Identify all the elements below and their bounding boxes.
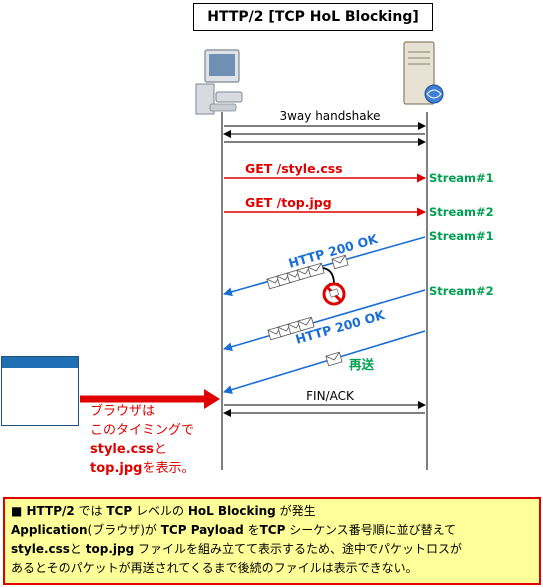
note-l2-d: を: [243, 523, 260, 537]
note-l3-c: top.jpg: [85, 542, 135, 556]
request-label-top-jpg: GET /top.jpg: [245, 195, 332, 210]
note-line-1: ■ HTTP/2 では TCP レベルの HoL Blocking が発生: [11, 502, 533, 521]
diagram-title: HTTP/2 [TCP HoL Blocking]: [193, 3, 433, 31]
note-l2-f: シーケンス番号順に並び替えて: [285, 523, 457, 537]
handshake-label: 3way handshake: [279, 109, 380, 123]
retransmit-arrow: [223, 330, 426, 394]
note-l1-f: が発生: [275, 504, 316, 518]
retransmit-label: 再送: [349, 357, 375, 372]
response-arrow-1: [223, 236, 426, 297]
stream-label-resp2: Stream#2: [429, 284, 494, 298]
note-l1-b: では: [74, 504, 107, 518]
timing-pointer-arrowhead: [204, 389, 220, 409]
note-l2-b: (ブラウザ)が: [87, 523, 161, 537]
explanation-note: ■ HTTP/2 では TCP レベルの HoL Blocking が発生 Ap…: [3, 497, 541, 585]
caption-display: を表示。: [142, 461, 195, 476]
note-l1-a: ■ HTTP/2: [11, 504, 75, 518]
envelope-icon: [325, 351, 343, 367]
caption-top-jpg: top.jpg: [90, 461, 143, 476]
no-entry-icon: [322, 282, 346, 306]
fin-ack-label: FIN/ACK: [306, 389, 355, 403]
note-l3-d: ファイルを組み立てて表示するため、途中でパケットロスが: [134, 542, 462, 556]
note-l1-c: TCP: [106, 504, 133, 518]
note-l1-d: レベルの: [132, 504, 188, 518]
caption-line-4: top.jpgを表示。: [90, 459, 194, 478]
note-line-3: style.cssと top.jpg ファイルを組み立てて表示するため、途中でパ…: [11, 540, 533, 559]
display-timing-caption: ブラウザは このタイミングで style.cssと top.jpgを表示。: [90, 402, 194, 478]
request-label-style-css: GET /style.css: [245, 161, 343, 176]
note-line-4: あるとそのパケットが再送されてくるまで後続のファイルは表示できない。: [11, 561, 418, 575]
server-icon: [403, 41, 444, 105]
caption-to: と: [153, 442, 167, 457]
caption-line-3: style.cssと: [90, 440, 194, 459]
stream-label-req2: Stream#2: [429, 205, 494, 219]
stream-label-req1: Stream#1: [429, 171, 494, 185]
note-line-2: Application(ブラウザ)が TCP Payload をTCP シーケン…: [11, 521, 533, 540]
caption-line-1: ブラウザは: [90, 404, 156, 419]
lost-packet-path: [322, 267, 335, 285]
note-l3-a: style.css: [11, 542, 70, 556]
caption-line-2: このタイミングで: [90, 423, 195, 438]
stream-label-resp1: Stream#1: [429, 229, 494, 243]
note-l2-a: Application: [11, 523, 88, 537]
browser-window: [1, 356, 79, 426]
response-arrow-2: [223, 289, 426, 352]
note-l3-b: と: [69, 542, 86, 556]
note-l2-e: TCP: [259, 523, 286, 537]
note-l1-e: HoL Blocking: [187, 504, 276, 518]
browser-title-bar: [2, 357, 78, 368]
caption-style-css: style.css: [90, 442, 154, 457]
note-l2-c: TCP Payload: [160, 523, 244, 537]
computer-icon: [195, 49, 243, 115]
